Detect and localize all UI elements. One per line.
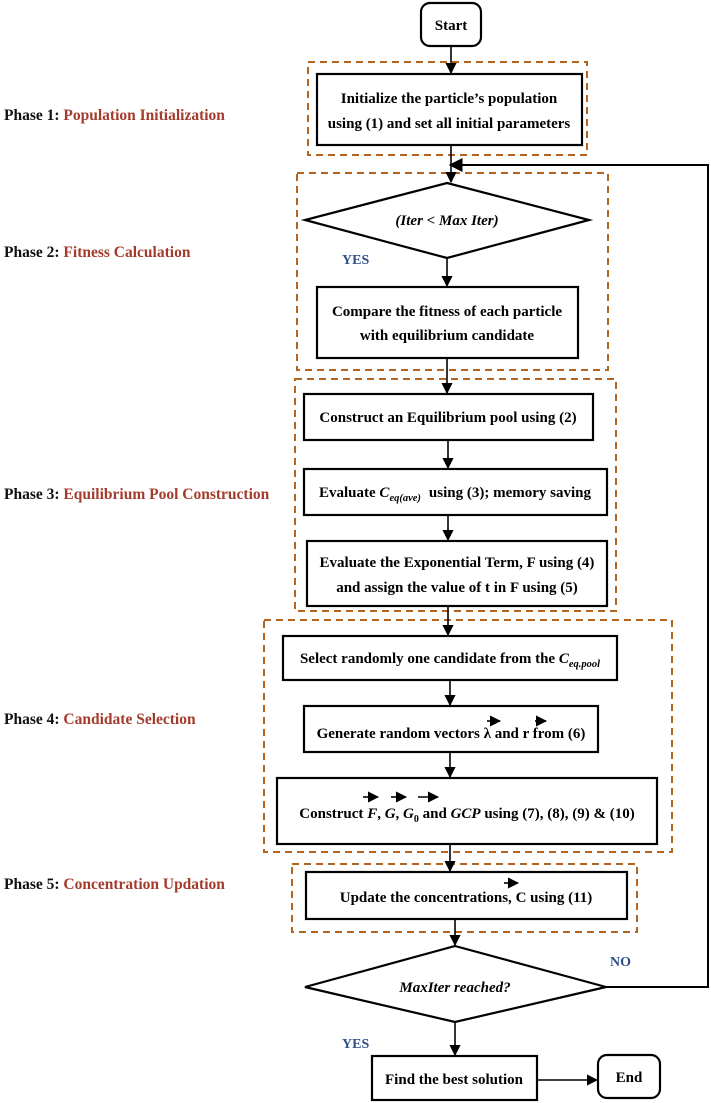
phase-3-frame bbox=[294, 378, 617, 612]
max-iter-label: MaxIter reached? bbox=[398, 980, 510, 996]
evaluate-ceq-box bbox=[302, 467, 609, 517]
init-population-line-2: using (1) and set all initial parameters bbox=[328, 116, 571, 132]
iter-check-label: (Iter < Max Iter) bbox=[395, 213, 498, 229]
yes-label-iter: YES bbox=[342, 253, 369, 268]
max-iter-diamond bbox=[304, 944, 607, 1024]
end-terminal bbox=[596, 1053, 662, 1100]
exponential-term-box bbox=[305, 539, 609, 608]
init-population-box bbox=[315, 72, 584, 147]
random-vectors-box bbox=[302, 704, 600, 754]
yes-label-maxiter: YES bbox=[342, 1037, 369, 1052]
exponential-term-line-1: Evaluate the Exponential Term, F using (… bbox=[320, 555, 595, 571]
random-vectors-label: Generate random vectors λ and r from (6) bbox=[317, 726, 586, 742]
exponential-term-line-2: and assign the value of t in F using (5) bbox=[336, 580, 578, 596]
evaluate-ceq-label: Evaluate Ceq(ave)using (3); memory savin… bbox=[319, 485, 591, 504]
phase-3-label: Phase 3: Equilibrium Pool Construction bbox=[4, 486, 270, 503]
end-label: End bbox=[616, 1070, 643, 1086]
update-concentrations-label: Update the concentrations, C using (11) bbox=[340, 890, 593, 906]
construct-gcp-box bbox=[275, 776, 659, 846]
phase-5-label: Phase 5: Concentration Updation bbox=[4, 876, 225, 893]
phase-1-frame bbox=[307, 61, 588, 156]
phase-4-label: Phase 4: Candidate Selection bbox=[4, 711, 196, 728]
lambda-symbol: λ bbox=[484, 726, 492, 742]
phase-2-frame bbox=[296, 172, 609, 371]
compare-fitness-box bbox=[315, 285, 580, 360]
phase-2-label: Phase 2: Fitness Calculation bbox=[4, 244, 191, 261]
best-solution-box bbox=[370, 1054, 539, 1102]
compare-fitness-line-2: with equilibrium candidate bbox=[360, 328, 535, 344]
start-terminal bbox=[419, 1, 483, 48]
no-label: NO bbox=[610, 955, 631, 970]
iter-check-diamond bbox=[300, 181, 594, 260]
equilibrium-pool-label: Construct an Equilibrium pool using (2) bbox=[319, 410, 576, 426]
start-label: Start bbox=[435, 18, 468, 34]
phase-4-frame bbox=[263, 619, 673, 853]
equilibrium-pool-box bbox=[302, 392, 595, 442]
update-concentrations-box bbox=[304, 870, 629, 921]
phase-1-label: Phase 1: Population Initialization bbox=[4, 107, 225, 124]
r-symbol: r bbox=[523, 726, 530, 742]
compare-fitness-line-1: Compare the fitness of each particle bbox=[332, 304, 562, 320]
select-candidate-box bbox=[281, 634, 619, 682]
loop-no-back-to-check bbox=[448, 158, 709, 988]
init-population-line-1: Initialize the particle’s population bbox=[341, 91, 558, 107]
best-solution-label: Find the best solution bbox=[385, 1072, 524, 1088]
construct-gcp-label: Construct F, G, G0 and GCP using (7), (8… bbox=[299, 806, 634, 825]
phase-5-frame bbox=[291, 863, 638, 933]
select-candidate-label: Select randomly one candidate from the C… bbox=[300, 651, 600, 670]
c-symbol: C bbox=[516, 890, 527, 906]
